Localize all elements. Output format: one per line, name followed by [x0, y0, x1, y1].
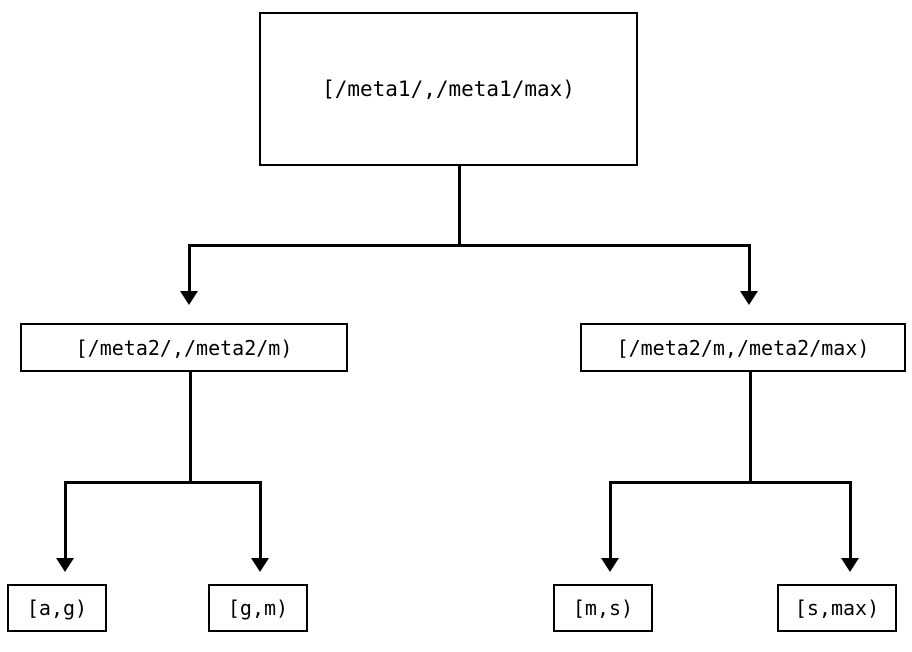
- arrowhead-to-leaf4-icon: [841, 558, 859, 572]
- tree-leaf-node-1[interactable]: [a,g): [7, 584, 107, 632]
- tree-leaf-node-3-label: [m,s): [572, 596, 634, 620]
- arrowhead-to-leaf1-icon: [56, 558, 74, 572]
- arrowhead-to-leaf2-icon: [251, 558, 269, 572]
- tree-leaf-node-2-label: [g,m): [227, 596, 289, 620]
- edge-level2-left-to-leaf1-drop: [64, 481, 67, 559]
- tree-node-root-label: [/meta1/,/meta1/max): [322, 77, 575, 101]
- tree-leaf-node-2[interactable]: [g,m): [208, 584, 308, 632]
- arrowhead-root-to-left-icon: [180, 291, 198, 305]
- tree-leaf-node-1-label: [a,g): [26, 596, 88, 620]
- tree-node-level2-right-label: [/meta2/m,/meta2/max): [616, 335, 870, 360]
- edge-root-to-left-drop: [188, 244, 191, 292]
- edge-level2-left-to-leaf2-drop: [259, 481, 262, 559]
- edge-root-crossbar: [188, 244, 751, 247]
- tree-leaf-node-4[interactable]: [s,max): [777, 584, 897, 632]
- tree-node-level2-left-label: [/meta2/,/meta2/m): [75, 335, 293, 360]
- edge-level2-left-crossbar: [64, 481, 262, 484]
- edge-level2-right-to-leaf3-drop: [609, 481, 612, 559]
- edge-level2-right-stem: [749, 372, 752, 484]
- edge-level2-right-to-leaf4-drop: [849, 481, 852, 559]
- tree-node-level2-right[interactable]: [/meta2/m,/meta2/max): [580, 323, 906, 372]
- edge-level2-left-stem: [189, 372, 192, 484]
- tree-node-root[interactable]: [/meta1/,/meta1/max): [259, 12, 638, 166]
- tree-node-level2-left[interactable]: [/meta2/,/meta2/m): [20, 323, 348, 372]
- edge-level2-right-crossbar: [609, 481, 852, 484]
- tree-leaf-node-3[interactable]: [m,s): [553, 584, 653, 632]
- edge-root-stem: [458, 166, 461, 247]
- arrowhead-root-to-right-icon: [740, 291, 758, 305]
- tree-leaf-node-4-label: [s,max): [794, 596, 880, 620]
- arrowhead-to-leaf3-icon: [601, 558, 619, 572]
- edge-root-to-right-drop: [748, 244, 751, 292]
